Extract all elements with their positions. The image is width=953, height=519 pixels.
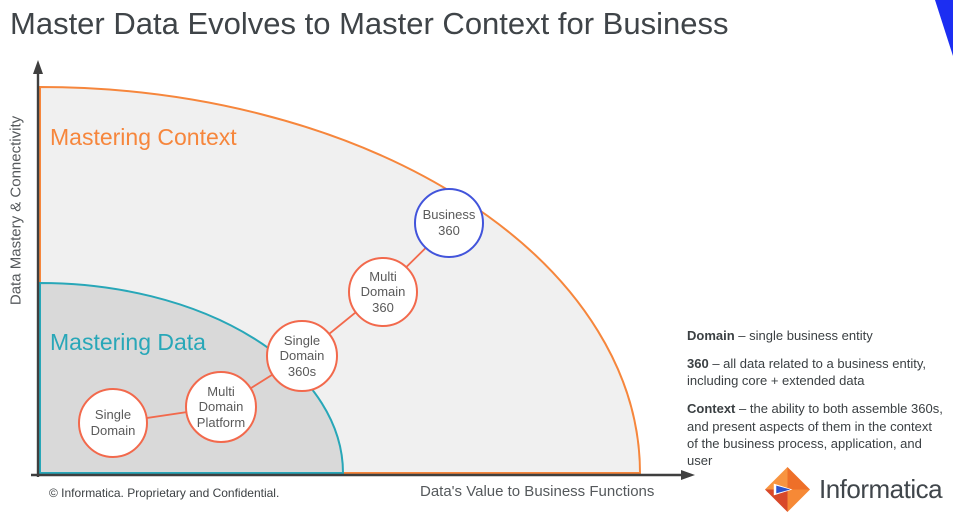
node-label: Multi Domain Platform <box>196 383 246 430</box>
zone-label-mastering-context: Mastering Context <box>50 124 237 150</box>
y-axis-label: Data Mastery & Connectivity <box>7 115 25 306</box>
node-single-domain: Single Domain <box>78 388 148 458</box>
definition-term: 360 <box>687 356 709 372</box>
definition-context: Context – the ability to both assemble 3… <box>687 400 945 469</box>
node-label: Single Domain 360s <box>279 332 325 379</box>
y-axis-arrowhead <box>33 60 43 74</box>
definition-360: 360 – all data related to a business ent… <box>687 355 945 389</box>
definition-text: – single business entity <box>738 328 873 343</box>
node-multi-domain-platform: Multi Domain Platform <box>185 371 257 443</box>
informatica-logo-icon <box>764 466 811 513</box>
node-label: Business 360 <box>422 207 476 238</box>
node-business-360: Business 360 <box>414 188 484 258</box>
page-title: Master Data Evolves to Master Context fo… <box>10 6 729 41</box>
node-label: Multi Domain 360 <box>360 268 406 315</box>
definition-term: Context <box>687 401 736 417</box>
informatica-logo-text: Informatica <box>819 474 943 504</box>
definition-text: – all data related to a business entity,… <box>687 356 926 389</box>
definition-term: Domain <box>687 328 735 343</box>
x-axis-arrowhead <box>681 470 695 480</box>
informatica-logo: Informatica <box>764 466 943 513</box>
node-single-domain-360s: Single Domain 360s <box>266 320 338 392</box>
zone-label-mastering-data: Mastering Data <box>50 329 206 355</box>
definitions-block: Domain – single business entity 360 – al… <box>687 327 945 480</box>
x-axis-label: Data's Value to Business Functions <box>420 483 655 500</box>
definition-text: – the ability to both assemble 360s, and… <box>687 401 943 468</box>
definition-domain: Domain – single business entity <box>687 327 945 344</box>
node-label: Single Domain <box>90 407 136 438</box>
copyright-notice: © Informatica. Proprietary and Confident… <box>49 486 280 500</box>
node-multi-domain-360: Multi Domain 360 <box>348 257 418 327</box>
